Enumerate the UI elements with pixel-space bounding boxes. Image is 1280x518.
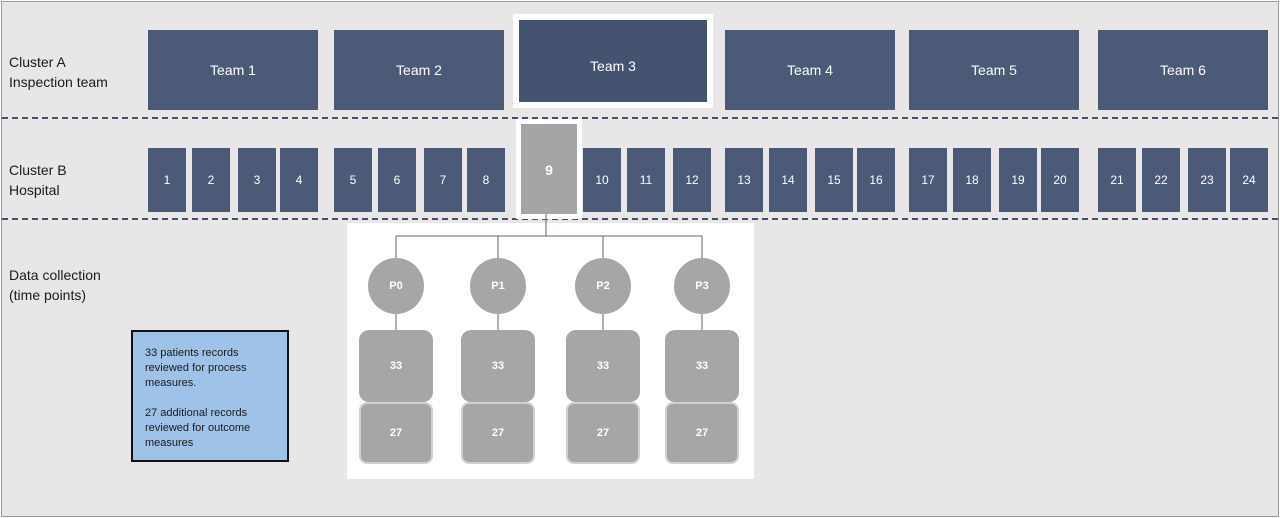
hospital-box-2: 2: [192, 148, 230, 212]
hospital-label: 6: [393, 173, 401, 187]
hospital-label: 3: [253, 173, 261, 187]
records-process-P0: 33: [359, 330, 433, 402]
hospital-box-22: 22: [1142, 148, 1180, 212]
hospital-label: 1: [163, 173, 171, 187]
hospital-box-24: 24: [1230, 148, 1268, 212]
hospital-label: 20: [1053, 173, 1067, 187]
hospital-box-5: 5: [334, 148, 372, 212]
time-point-P2: P2: [575, 258, 631, 314]
hospital-box-19: 19: [999, 148, 1037, 212]
team-box-1: Team 1: [148, 30, 318, 110]
team-label: Team 6: [1160, 62, 1206, 78]
hospital-box-16: 16: [857, 148, 895, 212]
time-point-P3: P3: [674, 258, 730, 314]
team-label: Team 4: [787, 62, 833, 78]
divider-top: [2, 117, 1278, 119]
hospital-label: 21: [1110, 173, 1124, 187]
legend-box: 33 patients records reviewed for process…: [131, 330, 289, 462]
team-label: Team 2: [396, 62, 442, 78]
hospital-label: 23: [1200, 173, 1214, 187]
hospital-box-3: 3: [238, 148, 276, 212]
hospital-label: 18: [965, 173, 979, 187]
hospital-box-18: 18: [953, 148, 991, 212]
divider-bottom: [2, 218, 1278, 220]
hospital-box-7: 7: [424, 148, 462, 212]
hospital-box-6: 6: [378, 148, 416, 212]
label-cluster-b: Cluster B Hospital: [9, 162, 67, 198]
hospital-box-20: 20: [1041, 148, 1079, 212]
hospital-box-4: 4: [280, 148, 318, 212]
hospital-label: 7: [439, 173, 447, 187]
hospital-label: 24: [1242, 173, 1256, 187]
hospital-label: 9: [545, 162, 553, 178]
records-outcome-P3: 27: [665, 402, 739, 464]
records-outcome-P2: 27: [566, 402, 640, 464]
hospital-label: 14: [781, 173, 795, 187]
hospital-box-12: 12: [673, 148, 711, 212]
hospital-label: 4: [295, 173, 303, 187]
hospital-label: 10: [595, 173, 609, 187]
team-box-4: Team 4: [725, 30, 895, 110]
time-point-P1: P1: [470, 258, 526, 314]
hospital-label: 12: [685, 173, 699, 187]
team-box-3: Team 3: [513, 14, 713, 108]
team-box-5: Team 5: [909, 30, 1079, 110]
hospital-box-11: 11: [627, 148, 665, 212]
hospital-box-14: 14: [769, 148, 807, 212]
hospital-box-15: 15: [815, 148, 853, 212]
records-process-P3: 33: [665, 330, 739, 402]
hospital-label: 16: [869, 173, 883, 187]
hospital-box-21: 21: [1098, 148, 1136, 212]
team-label: Team 5: [971, 62, 1017, 78]
records-process-P1: 33: [461, 330, 535, 402]
hospital-label: 11: [639, 173, 653, 187]
team-box-2: Team 2: [334, 30, 504, 110]
time-point-P0: P0: [368, 258, 424, 314]
hospital-box-17: 17: [909, 148, 947, 212]
hospital-label: 22: [1154, 173, 1168, 187]
hospital-box-1: 1: [148, 148, 186, 212]
hospital-box-9: 9: [516, 119, 582, 219]
hospital-label: 5: [349, 173, 357, 187]
team-box-6: Team 6: [1098, 30, 1268, 110]
label-cluster-a: Cluster A Inspection team: [9, 54, 108, 90]
legend-outcome: 27 additional records reviewed for outco…: [145, 407, 251, 449]
team-label: Team 1: [210, 62, 256, 78]
hospital-label: 13: [737, 173, 751, 187]
records-process-P2: 33: [566, 330, 640, 402]
hospital-label: 15: [827, 173, 841, 187]
team-label: Team 3: [590, 58, 636, 74]
hospital-box-13: 13: [725, 148, 763, 212]
hospital-label: 8: [482, 173, 490, 187]
hospital-label: 2: [207, 173, 215, 187]
records-outcome-P0: 27: [359, 402, 433, 464]
legend-process: 33 patients records reviewed for process…: [145, 347, 247, 389]
label-data-collection: Data collection (time points): [9, 267, 101, 303]
hospital-label: 19: [1011, 173, 1025, 187]
records-outcome-P1: 27: [461, 402, 535, 464]
hospital-box-10: 10: [583, 148, 621, 212]
hospital-box-23: 23: [1188, 148, 1226, 212]
hospital-box-8: 8: [467, 148, 505, 212]
hospital-label: 17: [921, 173, 935, 187]
